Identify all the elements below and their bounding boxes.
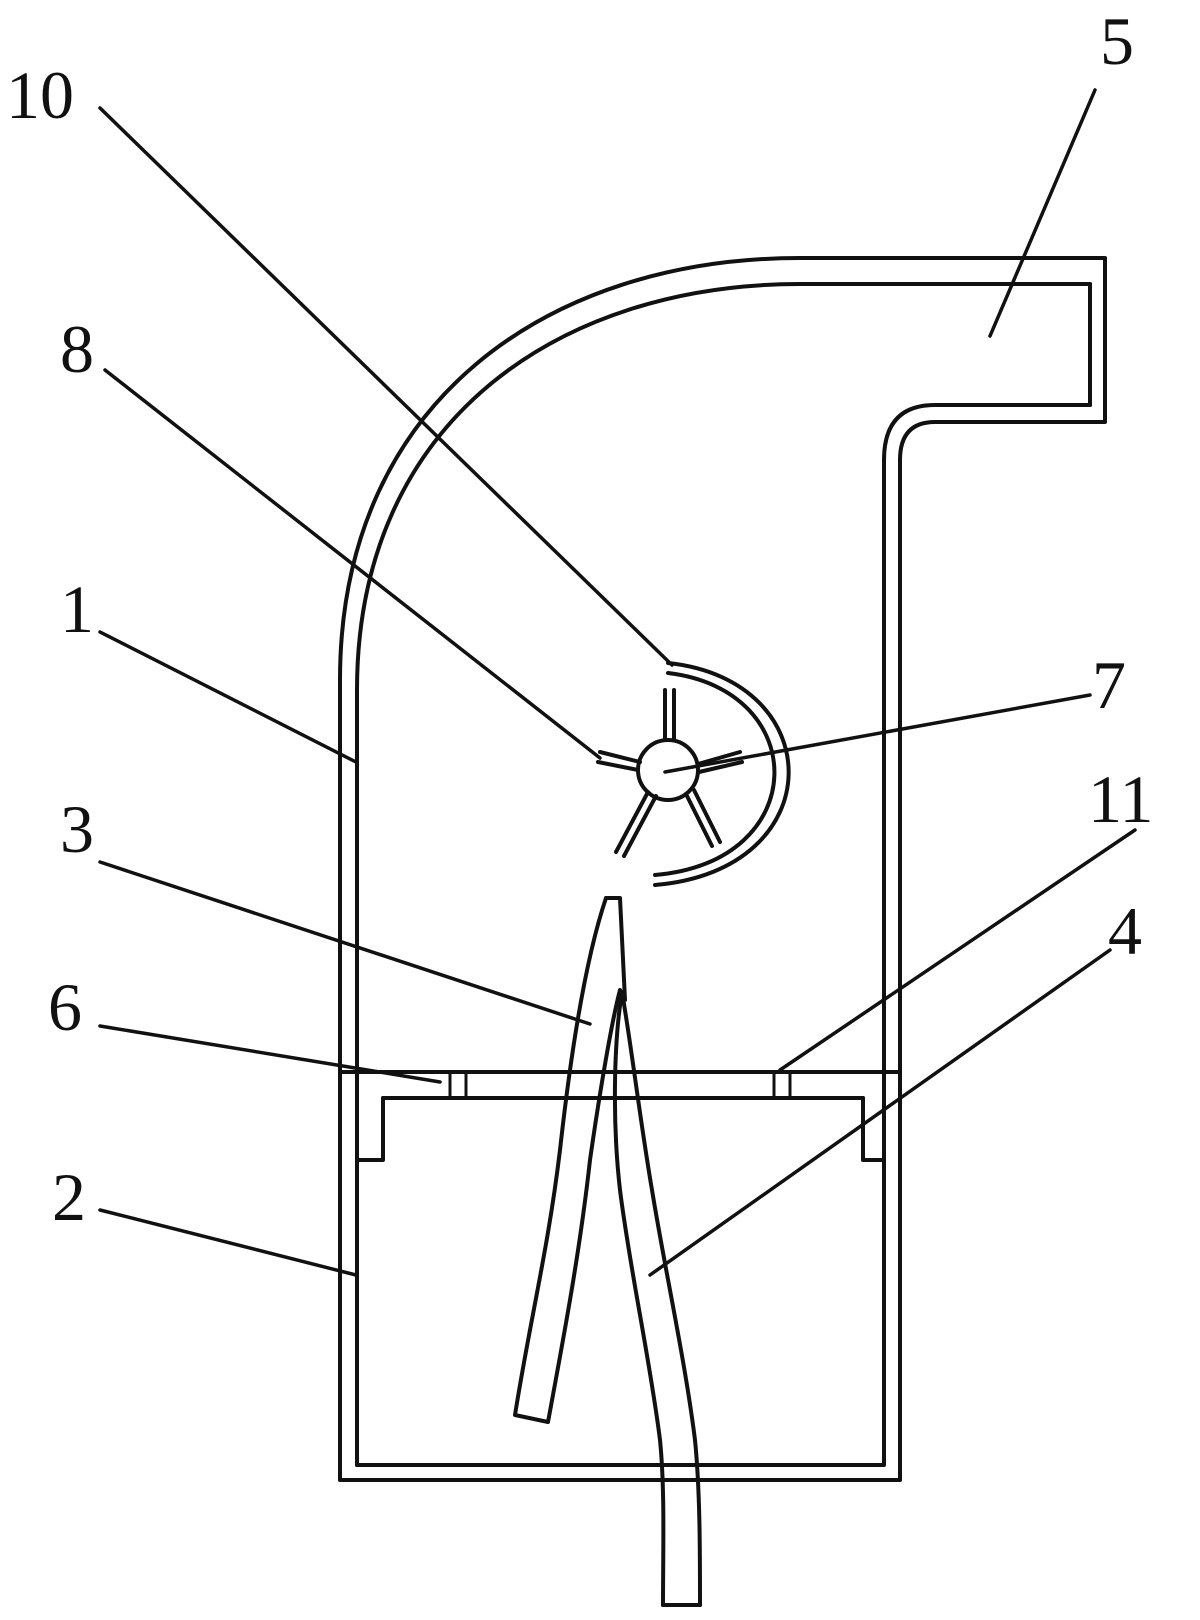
label-3: 3 (60, 791, 94, 867)
inlet-pipe-left-wall (612, 990, 666, 1607)
leader-5 (988, 88, 1097, 338)
housing-outer-wall (338, 256, 1107, 1482)
label-7: 7 (1092, 647, 1126, 723)
impeller-shroud-outer (653, 661, 791, 887)
partition-hole-right (772, 1070, 792, 1100)
partition-plate (338, 1070, 902, 1162)
impeller-assembly (596, 661, 791, 887)
label-10: 10 (6, 57, 74, 133)
leader-7 (663, 693, 1092, 774)
impeller-blade-left (596, 750, 642, 772)
impeller-blade-lower-right (684, 788, 722, 848)
nozzle-tip (604, 896, 627, 1002)
outlet-inner-lower-wall (355, 403, 1092, 1467)
leader-lines (98, 88, 1137, 1277)
reference-numerals: 10 5 8 1 7 11 3 4 6 2 (6, 3, 1153, 1235)
label-2: 2 (52, 1159, 86, 1235)
leader-6 (98, 1024, 442, 1084)
housing-outline (338, 256, 1107, 1482)
partition-left-step (355, 1070, 385, 1162)
label-8: 8 (60, 311, 94, 387)
label-4: 4 (1108, 893, 1142, 969)
label-5: 5 (1100, 3, 1134, 79)
label-6: 6 (48, 969, 82, 1045)
impeller-shroud-inner (653, 671, 777, 877)
leader-2 (98, 1208, 358, 1277)
label-11: 11 (1088, 761, 1153, 837)
impeller-blade-top (663, 688, 676, 742)
leader-8 (103, 368, 602, 760)
housing-inner-wall (355, 282, 1092, 1467)
partition-hole-left (448, 1070, 468, 1100)
leader-4 (648, 948, 1112, 1277)
label-1: 1 (60, 571, 94, 647)
nozzle-left-wall (513, 896, 622, 1424)
impeller-blade-right (696, 750, 744, 774)
nozzle-tube (513, 896, 627, 1424)
leader-1 (98, 630, 358, 764)
impeller-blade-lower-left (614, 790, 658, 858)
inlet-pipe-right-wall (620, 990, 702, 1607)
leader-11 (778, 828, 1137, 1072)
leader-3 (98, 860, 592, 1026)
inlet-pipe (612, 990, 702, 1607)
partition-right-step (861, 1070, 886, 1162)
leader-10 (98, 106, 674, 667)
